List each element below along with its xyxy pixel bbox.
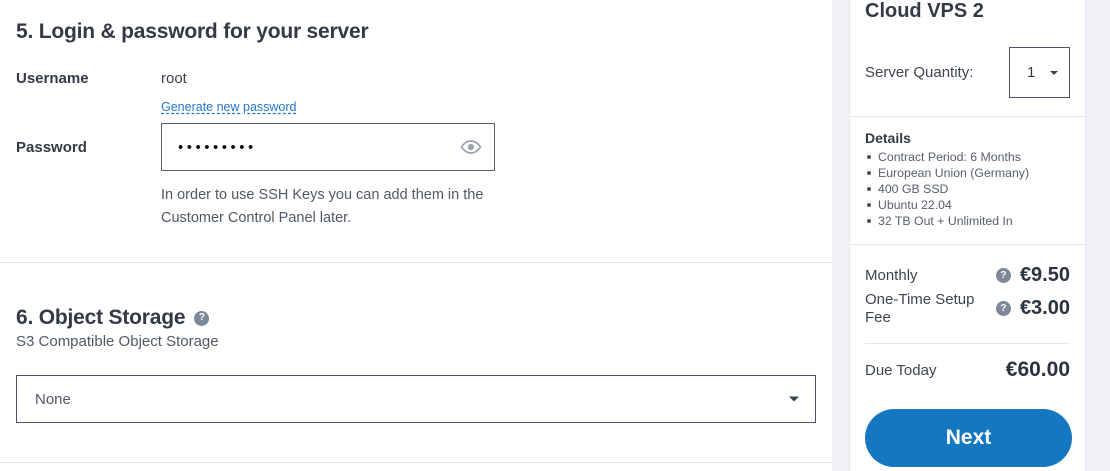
list-item: 32 TB Out + Unlimited In: [865, 213, 1070, 229]
server-quantity-label: Server Quantity:: [865, 64, 974, 81]
server-quantity-value: 1: [1027, 64, 1036, 81]
order-summary-card: Cloud VPS 2 Server Quantity: 1 Details C…: [849, 0, 1086, 471]
section-6-title-text: 6. Object Storage: [16, 306, 186, 329]
price-row-setup-fee: One-Time Setup Fee ? €3.00: [865, 291, 1070, 326]
details-list: Contract Period: 6 Months European Union…: [865, 149, 1070, 229]
generate-new-password-link[interactable]: Generate new password: [161, 100, 297, 114]
help-icon-object-storage[interactable]: ?: [194, 310, 210, 326]
total-divider: [865, 343, 1070, 345]
username-value-wrap: root: [161, 70, 816, 87]
plan-name: Cloud VPS 2: [865, 0, 984, 22]
pricing-block: Monthly ? €9.50 One-Time Setup Fee ? €3.…: [850, 245, 1085, 471]
section-object-storage: 6. Object Storage ? S3 Compatible Object…: [0, 262, 832, 423]
server-quantity-stepper[interactable]: 1: [1009, 47, 1070, 98]
ssh-keys-hint: In order to use SSH Keys you can add the…: [161, 187, 484, 227]
price-amount-setup-fee: €3.00: [1019, 297, 1070, 320]
due-today-amount: €60.00: [1005, 358, 1070, 382]
password-row: Password Generate new password •••••••••…: [16, 98, 816, 231]
chevron-down-icon-quantity: [1050, 70, 1058, 75]
next-button[interactable]: Next: [865, 409, 1072, 468]
server-quantity-row: Server Quantity: 1: [865, 47, 1070, 98]
page-title: 5. Login & password for your server: [16, 20, 816, 44]
section-divider-bottom: [0, 462, 832, 463]
list-item: 400 GB SSD: [865, 181, 1070, 197]
username-value: root: [161, 70, 187, 87]
list-item: European Union (Germany): [865, 165, 1070, 181]
eye-icon[interactable]: [460, 139, 482, 155]
object-storage-selected-value: None: [35, 390, 71, 408]
due-today-row: Due Today €60.00: [865, 358, 1070, 382]
summary-divider-details: [850, 116, 1085, 117]
due-today-label: Due Today: [865, 361, 937, 379]
list-item: Contract Period: 6 Months: [865, 149, 1070, 165]
details-block: Details Contract Period: 6 Months Europe…: [850, 117, 1085, 244]
password-value: •••••••••: [178, 138, 257, 156]
object-storage-select[interactable]: None: [16, 375, 816, 423]
help-icon-monthly[interactable]: ?: [995, 268, 1011, 283]
price-amount-monthly: €9.50: [1019, 264, 1070, 286]
summary-divider-pricing: [850, 244, 1085, 245]
section-divider-top: [0, 262, 832, 263]
chevron-down-icon: [789, 396, 799, 402]
price-row-monthly: Monthly ? €9.50: [865, 264, 1070, 287]
password-label: Password: [16, 139, 87, 156]
password-input[interactable]: •••••••••: [161, 123, 495, 171]
details-heading: Details: [865, 130, 911, 146]
password-body: Generate new password ••••••••• In order…: [161, 98, 816, 231]
help-icon-setup-fee[interactable]: ?: [995, 301, 1011, 317]
object-storage-subtitle: S3 Compatible Object Storage: [16, 333, 219, 350]
plan-block: Cloud VPS 2 Server Quantity: 1: [850, 0, 1085, 116]
object-storage-title: 6. Object Storage ?: [16, 306, 816, 330]
username-label: Username: [16, 70, 89, 87]
username-row: Username root: [16, 70, 816, 87]
list-item: Ubuntu 22.04: [865, 197, 1070, 213]
section-login-password: 5. Login & password for your server User…: [0, 0, 832, 231]
section-5-title-text: 5. Login & password for your server: [16, 20, 369, 43]
price-label-setup-fee: One-Time Setup Fee: [865, 291, 975, 326]
price-label-monthly: Monthly: [865, 266, 918, 284]
form-column: 5. Login & password for your server User…: [0, 0, 832, 471]
